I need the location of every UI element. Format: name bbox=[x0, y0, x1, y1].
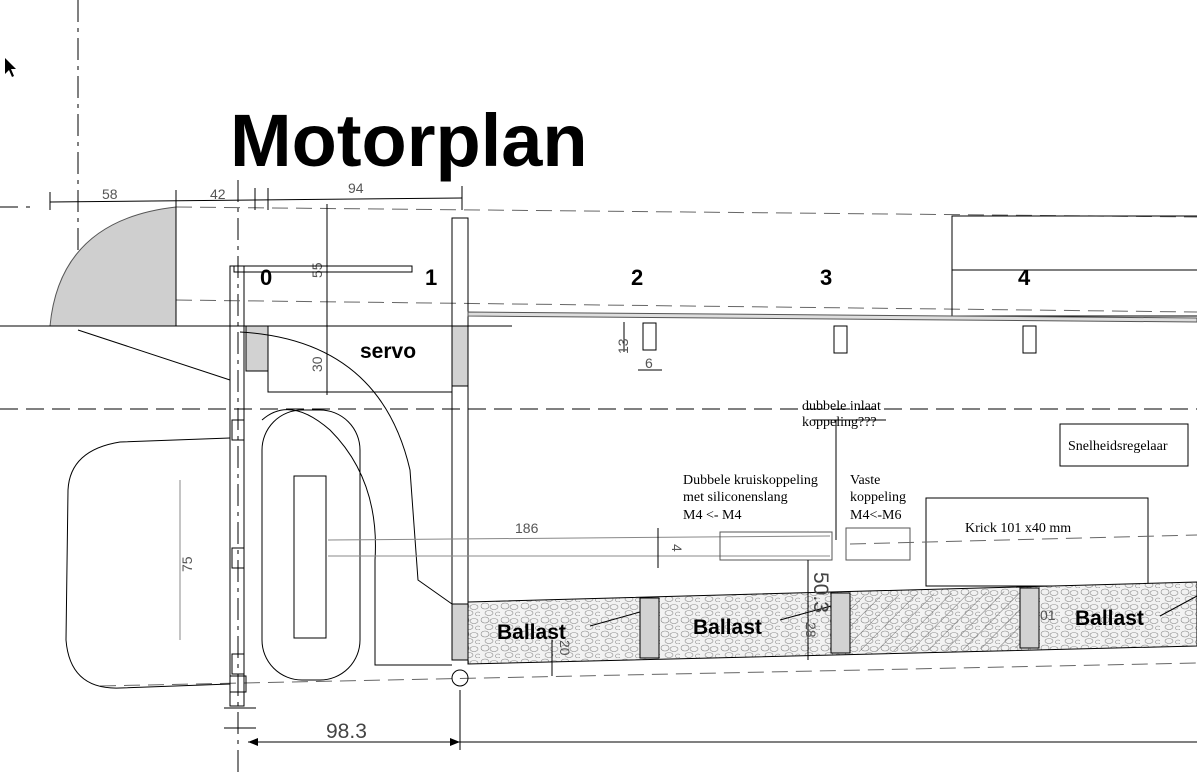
dimension-58: 58 bbox=[102, 186, 118, 202]
frame-0 bbox=[229, 265, 245, 707]
dimension-186: 186 bbox=[515, 520, 539, 536]
cross-coupling-box bbox=[719, 531, 833, 561]
note-fixed-coupling-line2: koppeling bbox=[850, 490, 906, 505]
frame-1 bbox=[451, 217, 469, 661]
fixed-coupling-box bbox=[845, 527, 911, 561]
mouse-pointer-icon bbox=[5, 58, 16, 77]
note-cross-coupling-line2: met siliconenslang bbox=[683, 490, 788, 505]
deck-stringer bbox=[467, 311, 1197, 323]
note-cross-coupling-line1: Dubbele kruiskoppeling bbox=[683, 473, 818, 488]
hull-bottom-line bbox=[99, 662, 1197, 687]
note-fixed-coupling-line1: Vaste bbox=[850, 473, 880, 488]
frame-2-keel-block bbox=[639, 597, 660, 659]
note-fixed-coupling-line3: M4<-M6 bbox=[850, 508, 901, 523]
dimension-98-3: 98.3 bbox=[326, 720, 367, 743]
dimension-30: 30 bbox=[309, 356, 325, 372]
note-cross-coupling-line3: M4 <- M4 bbox=[683, 508, 741, 523]
dimension-13: 13 bbox=[615, 338, 631, 354]
dimension-42: 42 bbox=[210, 186, 226, 202]
top-dimension-line bbox=[49, 197, 463, 203]
frame-label-0: 0 bbox=[260, 265, 272, 290]
speed-controller-label: Snelheidsregelaar bbox=[1068, 439, 1168, 454]
speed-controller-box bbox=[1059, 423, 1189, 467]
hull-top-line bbox=[175, 206, 1197, 218]
dimension-75: 75 bbox=[179, 556, 195, 572]
dimension-55: 55 bbox=[309, 262, 325, 278]
frame-4-keel-block bbox=[1019, 587, 1040, 649]
hatched-section bbox=[850, 591, 1020, 652]
frame-3-keel-block bbox=[830, 592, 851, 654]
dimension-20: 20 bbox=[557, 640, 573, 656]
frame-0-top-bar bbox=[233, 265, 413, 273]
left-hull-section bbox=[65, 437, 231, 689]
hull-deck-line bbox=[175, 299, 1197, 313]
ballast-label-3: Ballast bbox=[1075, 607, 1144, 630]
frame-label-1: 1 bbox=[425, 265, 437, 290]
dimension-28: 28 bbox=[803, 622, 819, 638]
motor-outline-curve bbox=[239, 331, 453, 605]
shaft-line bbox=[327, 535, 831, 541]
note-double-inlet-line1: dubbele inlaat bbox=[802, 399, 881, 414]
frame-label-3: 3 bbox=[820, 265, 832, 290]
ballast-label-1: Ballast bbox=[497, 621, 566, 644]
ballast-label-2: Ballast bbox=[693, 616, 762, 639]
bow-section bbox=[49, 206, 177, 327]
cabin-box bbox=[951, 215, 1197, 317]
note-double-inlet-line2: koppeling??? bbox=[802, 415, 877, 430]
dimension-50-3: 50.3 bbox=[809, 572, 832, 613]
motor-box bbox=[925, 497, 1149, 587]
dimension-4: 4 bbox=[669, 544, 685, 552]
page-title: Motorplan bbox=[230, 99, 588, 182]
frame-label-4: 4 bbox=[1018, 265, 1031, 290]
battery-outline bbox=[261, 409, 361, 681]
motor-label: Krick 101 x40 mm bbox=[965, 521, 1071, 536]
servo-label: servo bbox=[360, 340, 416, 363]
dimension-01: 01 bbox=[1040, 607, 1056, 623]
dimension-94: 94 bbox=[348, 180, 364, 196]
dimension-6: 6 bbox=[645, 355, 653, 371]
frame-label-2: 2 bbox=[631, 265, 643, 290]
